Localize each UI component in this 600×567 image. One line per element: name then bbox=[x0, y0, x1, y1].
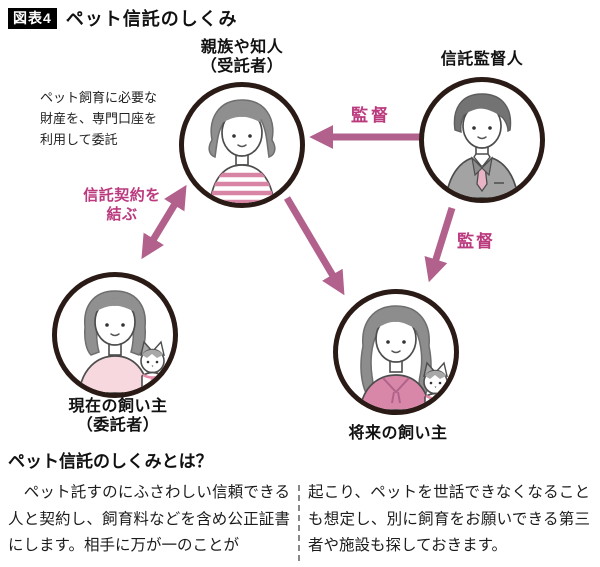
supervisor-man-avatar-icon bbox=[445, 93, 519, 198]
article-right-column: 起こり、ペットを世話できなくなることも想定し、別に飼育をお願いできる第三者や施設… bbox=[308, 484, 590, 554]
trustee-to-future-owner-arrow bbox=[283, 196, 345, 296]
article-columns: ペット託すのにふさわしい信頼できる人と契約し、飼育料などを含め公正証書にします。… bbox=[8, 480, 594, 561]
current-owner-woman-avatar-icon bbox=[78, 290, 165, 393]
figure-number-badge: 図表4 bbox=[8, 7, 57, 29]
supervisor-label: 信託監督人 bbox=[440, 51, 524, 68]
article-heading: ペット信託のしくみとは？ bbox=[8, 452, 213, 471]
future-owner-avatar-circle bbox=[333, 289, 459, 415]
trustee-avatar-circle bbox=[179, 82, 305, 208]
trust-note-text: ペット飼育に必要な 財産を、専門口座を 利用して委託 bbox=[40, 90, 158, 147]
trust-contract-label: 信託契約を 結ぶ bbox=[83, 187, 161, 223]
current-owner-label: 現在の飼い主 （委託者） bbox=[68, 398, 168, 434]
supervisor-avatar-circle bbox=[419, 77, 545, 203]
figure-header: 図表4 ペット信託のしくみ bbox=[8, 5, 238, 31]
shirt-stripes bbox=[210, 172, 274, 203]
article-left-column: ペット託すのにふさわしい信頼できる人と契約し、飼育料などを含め公正証書にします。… bbox=[8, 484, 290, 554]
cat-icon bbox=[140, 340, 165, 393]
current-owner-avatar-circle bbox=[52, 272, 178, 398]
future-owner-label: 将来の飼い主 bbox=[348, 425, 448, 442]
column-divider bbox=[298, 485, 300, 561]
supervise-label-top: 監督 bbox=[351, 106, 391, 125]
figure-title: ペット信託のしくみ bbox=[65, 9, 238, 29]
future-owner-woman-avatar-icon bbox=[359, 305, 448, 410]
trustee-label: 親族や知人 （受託者） bbox=[200, 39, 284, 75]
cat-icon bbox=[423, 361, 448, 410]
supervise-label-right: 監督 bbox=[457, 232, 495, 251]
trustee-woman-avatar-icon bbox=[208, 99, 276, 203]
supervise-future-owner-arrow bbox=[424, 206, 456, 283]
